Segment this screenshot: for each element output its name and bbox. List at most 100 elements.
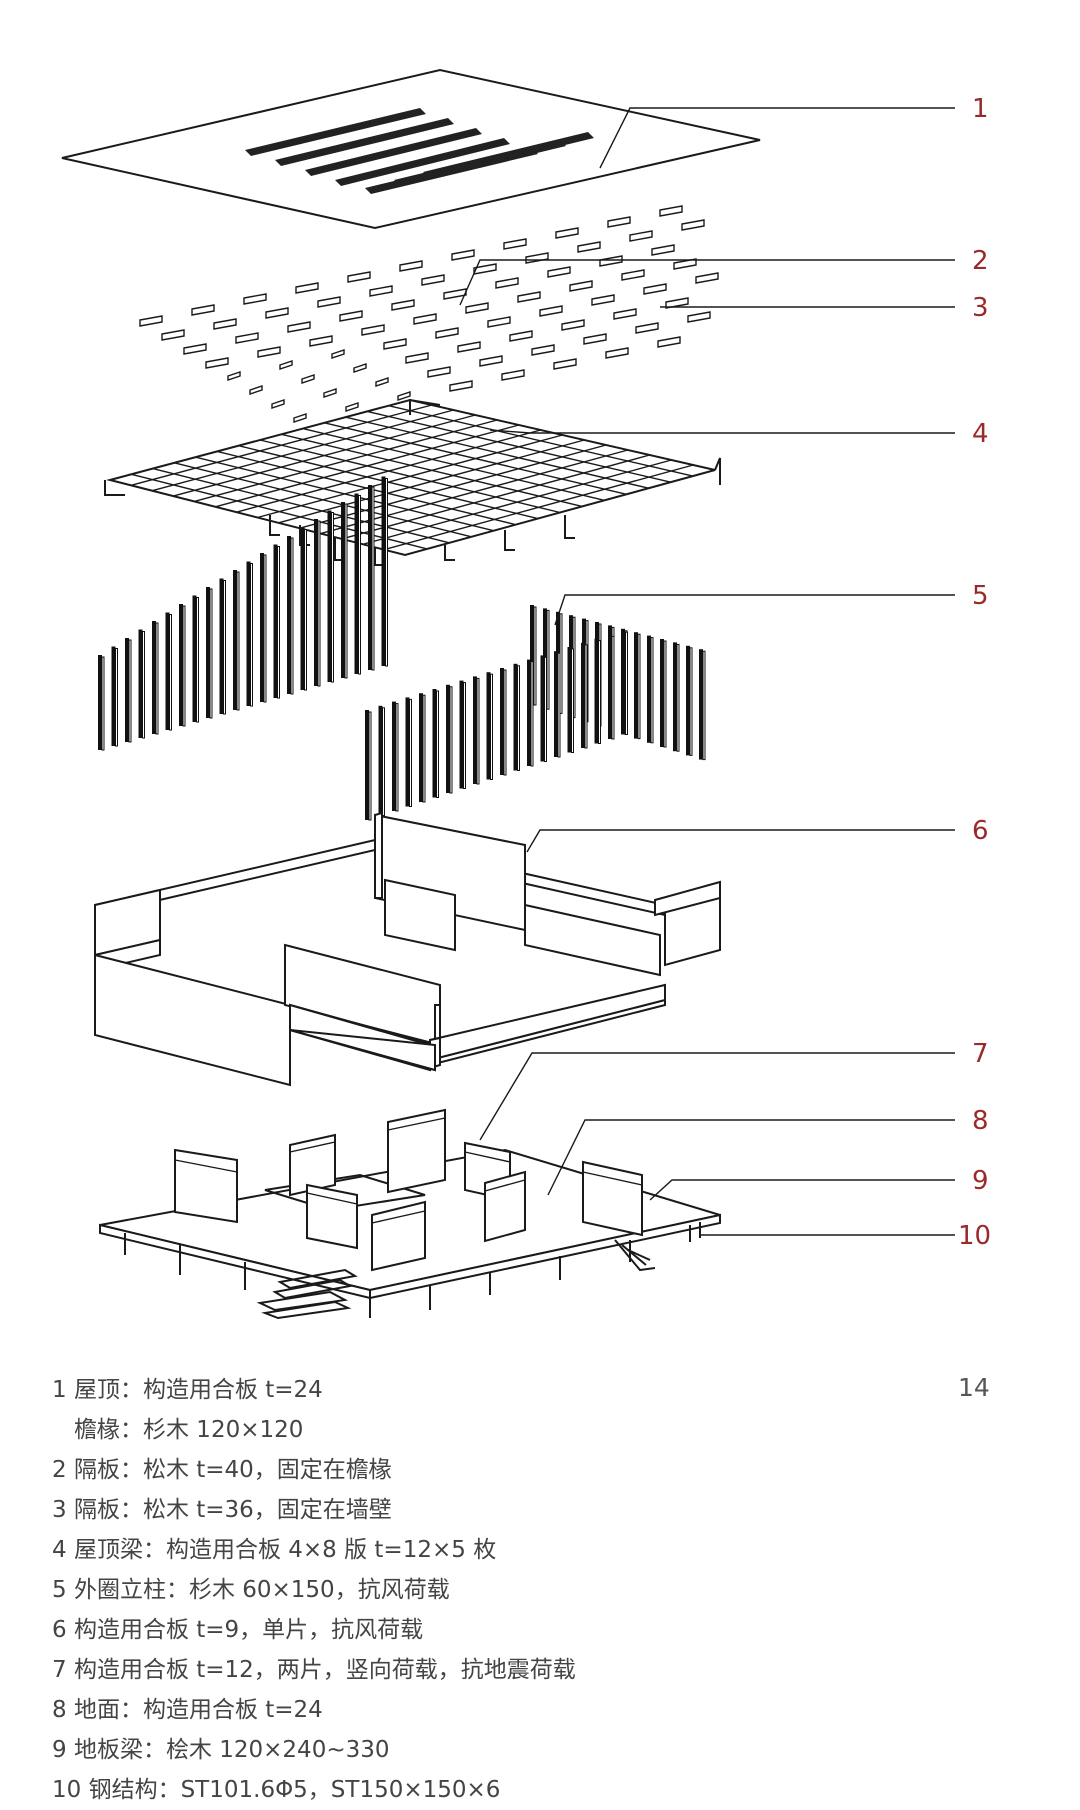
post [365,710,369,820]
callout-1: 1 [972,94,989,124]
post [246,561,251,706]
partition-board [243,293,267,305]
partition-board [345,402,359,412]
partition-board [183,343,207,355]
post [138,629,143,738]
post [486,672,491,780]
partition-board [553,358,577,370]
post [540,655,545,762]
partition-board [607,216,631,228]
legend-item-3: 3 隔板：松木 t=36，固定在墙壁 [52,1497,392,1523]
post [287,536,291,694]
post [354,493,359,674]
partition-boards-layer [139,205,719,423]
partition-board [503,238,527,250]
partition-board [495,277,519,289]
outer-posts-layer [98,476,706,821]
partition-board [397,391,411,401]
partition-board [539,305,563,317]
page-number: 14 [958,1373,990,1402]
callout-3: 3 [972,293,989,323]
post [581,642,585,748]
post [513,663,518,771]
partition-board [391,299,415,311]
partition-board [413,313,437,325]
post [419,693,423,802]
partition-board [323,388,337,398]
partition-board [561,319,585,331]
callout-4: 4 [972,419,989,449]
partition-board [265,307,289,319]
partition-board [427,366,451,378]
partition-board [555,227,579,239]
partition-board [249,385,263,395]
post [567,647,572,753]
legend-item-10: 10 钢结构：ST101.6Φ5，ST150×150×6 [52,1777,501,1803]
partition-board [347,271,371,283]
partition-board [375,377,389,387]
plywood-wall-layer [94,811,721,1087]
partition-board [487,316,511,328]
post [554,651,558,757]
legend-item-4: 4 屋顶梁：构造用合板 4×8 版 t=12×5 枚 [52,1537,497,1563]
partition-board [479,355,503,367]
post [392,701,396,811]
partition-board [421,274,445,286]
roof-beam-grid [104,398,721,566]
post [300,527,305,690]
post [621,630,626,735]
post [530,605,534,705]
post [647,635,651,743]
post [473,676,477,784]
partition-board [301,374,315,384]
post [260,553,264,702]
partition-board [547,266,571,278]
partition-board [509,330,533,342]
legend-item-1: 1 屋顶：构造用合板 t=24 [52,1377,323,1403]
callout-numbers: 1 2 3 4 5 6 7 8 9 10 [958,94,991,1251]
partition-board [457,341,481,353]
partition-board [257,346,281,358]
legend-item-7: 7 构造用合板 t=12，两片，竖向荷载，抗地震荷载 [52,1657,576,1683]
partition-board [451,249,475,261]
partition-board [517,291,541,303]
post [152,621,156,734]
partition-board [605,347,629,359]
partition-board [687,311,711,323]
partition-board [339,310,363,322]
partition-board [293,413,307,423]
partition-board [659,205,683,217]
post [594,638,599,744]
partition-board [435,327,459,339]
post [634,632,638,739]
partition-board [205,357,229,369]
post [98,655,102,750]
partition-board [657,336,681,348]
partition-board [591,294,615,306]
post [378,705,383,816]
partition-board [279,360,293,370]
callout-10: 10 [958,1221,991,1251]
partition-board [613,308,637,320]
partition-board [227,371,241,381]
post [608,634,612,739]
callout-5: 5 [972,581,989,611]
partition-board [361,324,385,336]
post [500,668,504,775]
post [314,519,318,686]
partition-board [191,304,215,316]
legend-item-1b: 檐椽：杉木 120×120 [74,1417,304,1443]
post [405,697,410,807]
callout-2: 2 [972,246,989,276]
post [459,680,464,789]
post [527,659,531,766]
partition-board [501,369,525,381]
exploded-axonometric-diagram: 1 2 3 4 5 6 7 8 9 10 [61,68,991,1320]
post [233,570,237,710]
partition-board [317,296,341,308]
floor-structure-layer [99,1108,721,1320]
callout-6: 6 [972,816,989,846]
post [111,646,116,746]
post [446,684,450,793]
post [673,642,677,752]
